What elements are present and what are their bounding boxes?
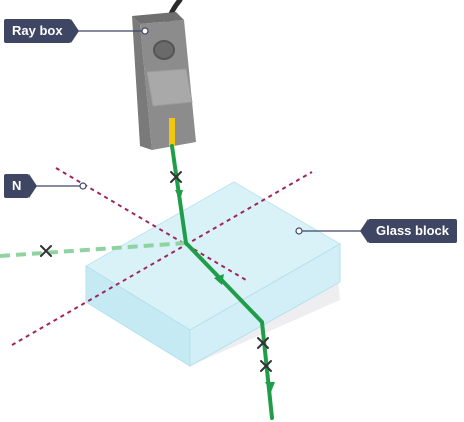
glass-block-label: Glass block [360, 219, 457, 243]
cross-icon [260, 360, 272, 372]
ray-box-top [132, 12, 184, 24]
cross-icon [257, 337, 269, 349]
cross-icon [170, 171, 182, 183]
arrowhead-icon [265, 382, 275, 392]
arrowhead-icon [214, 274, 224, 285]
cross-icon [40, 245, 52, 257]
light-ray [170, 144, 275, 420]
ray-box-front [132, 16, 152, 150]
normal-label: N [4, 174, 38, 198]
circle-pointer-icon [295, 227, 303, 235]
leader-lines [34, 27, 362, 235]
cross-markers [40, 171, 272, 372]
circle-pointer-icon [141, 27, 149, 35]
normal-lines [11, 167, 313, 346]
glass-block [85, 181, 341, 367]
glass-block-side-face [189, 243, 341, 367]
circle-pointer-icon [79, 182, 87, 190]
boundary-line [11, 171, 313, 346]
ray-box [132, 0, 196, 150]
arrowhead-icon [175, 190, 183, 200]
ray-box-window [146, 68, 193, 107]
ray-box-label: Ray box [4, 19, 79, 43]
ray-box-slit [169, 118, 175, 146]
ray-box-cable-socket [153, 40, 175, 60]
